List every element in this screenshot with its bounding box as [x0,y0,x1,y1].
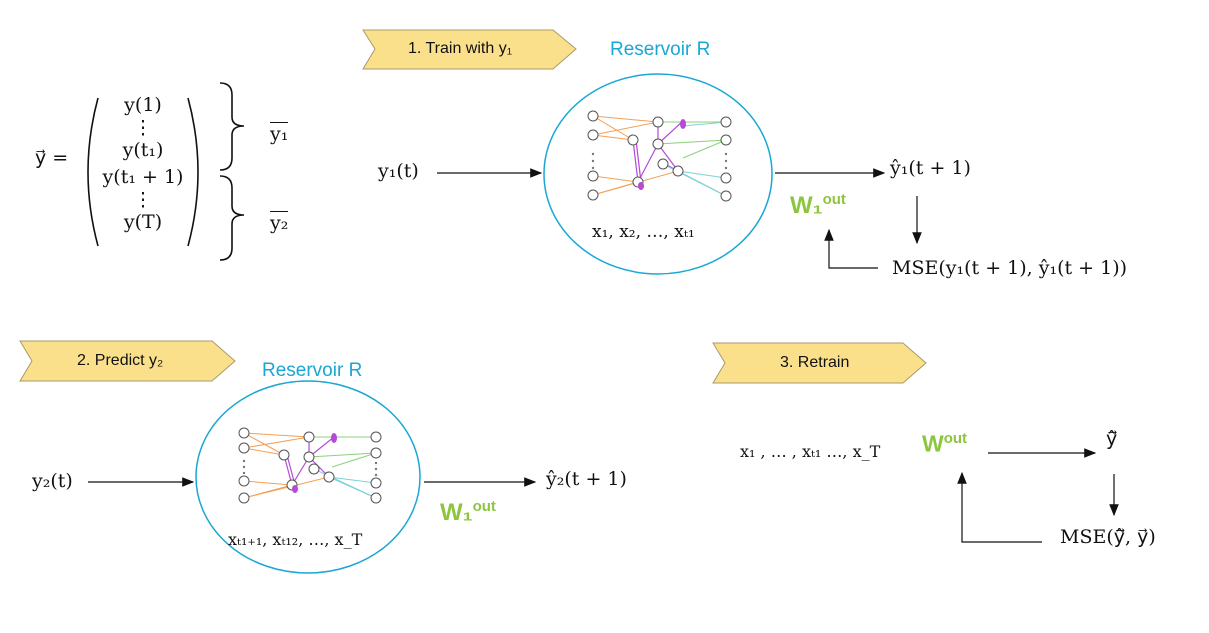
output-1: ŷ₁(t + 1) [890,157,971,179]
reservoir-2-network [238,427,382,504]
weight-3: Wout [922,430,968,457]
step2-label: 2. Predict y₂ [77,352,164,369]
step3-label: 3. Retrain [780,354,850,371]
input-2: y₂(t) [32,470,73,492]
step1-label: 1. Train with y₁ [408,40,513,57]
states-1: x₁, x₂, …, xₜ₁ [592,222,695,242]
loss-1: MSE(y₁(t + 1), ŷ₁(t + 1)) [892,257,1128,279]
reservoir-1-ellipse [543,73,773,275]
input-1: y₁(t) [378,160,419,182]
vector-entries: y(1) ⋮ y(t₁) y(t₁ + 1) ⋮ y(T) [103,92,184,236]
reservoir-1-network [587,110,732,202]
output-2: ŷ₂(t + 1) [546,468,627,490]
brace-top [219,82,245,171]
reservoir-1-title: Reservoir R [610,39,711,60]
vector-entry: y(1) [124,94,162,116]
vector-entry: ⋮ [133,117,153,139]
arrow-feedback-1 [824,228,878,269]
output-3: ŷ⃗ [1106,428,1118,450]
step1-banner [362,29,577,70]
reservoir-2-ellipse [195,380,421,574]
weight-1: W₁out [790,191,846,219]
vector-entry: y(T) [123,211,163,233]
states-3: x₁ , … , xₜ₁ …, x_T [740,442,881,461]
vector-entry: y(t₁) [122,139,164,161]
left-paren [87,97,99,247]
loss-3: MSE(ŷ⃗, y⃗) [1060,526,1156,548]
vector-entry: ⋮ [133,189,153,211]
arrow-feedback-3 [957,471,1042,543]
brace-label-y1: y₁ [270,122,289,145]
step2-banner [19,340,236,382]
brace-bottom [219,175,245,261]
brace-label-y2: y₂ [270,211,289,234]
vector-lhs: y⃗ = [35,147,69,169]
states-2: xₜ₁₊₁, xₜ₁₂, …, x_T [228,530,363,549]
reservoir-2-title: Reservoir R [262,360,363,381]
vector-entry: y(t₁ + 1) [102,166,184,188]
weight-2: W₁out [440,498,496,526]
step3-banner [712,342,927,384]
right-paren [187,97,199,247]
